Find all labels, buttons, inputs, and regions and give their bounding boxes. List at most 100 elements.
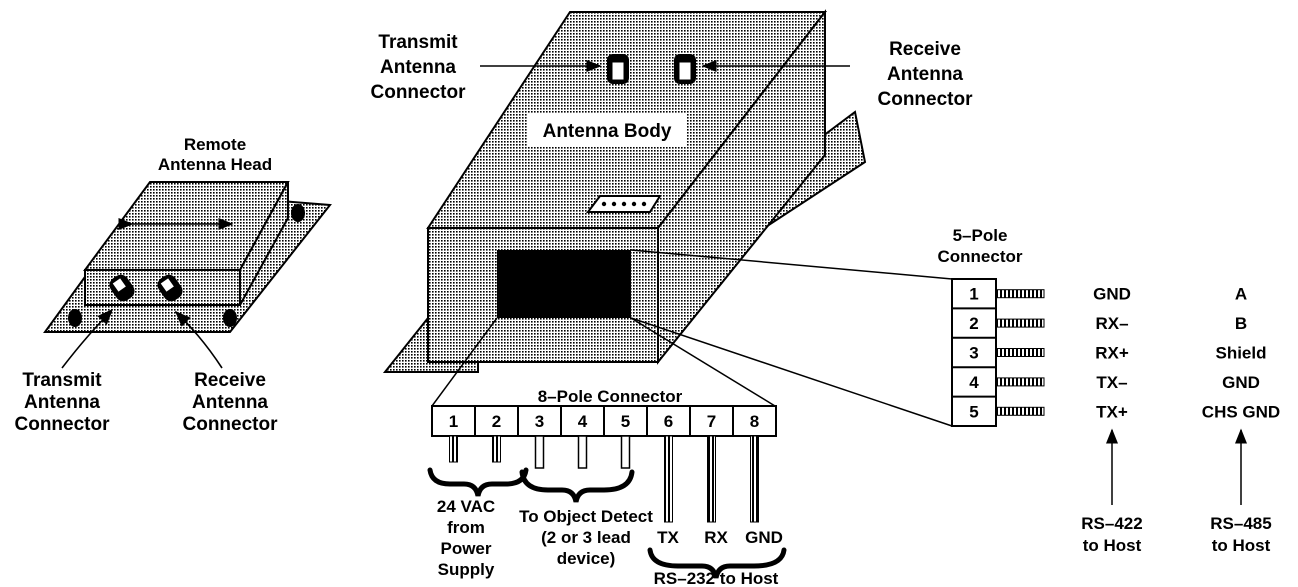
rs422-signal: TX– — [1096, 373, 1127, 392]
connector-5-pole: 5–Pole Connector 1 2 3 4 5 GND RX– RX+ TX– TX+ AB… — [938, 226, 1281, 555]
power-label-4: Supply — [438, 560, 495, 579]
rs422-signal: TX+ — [1096, 402, 1128, 421]
antenna-body-title: Antenna Body — [543, 121, 672, 142]
connector5-pin — [995, 348, 1045, 357]
connector8-pin — [577, 435, 588, 469]
remote-rx-label-2: Antenna — [192, 392, 268, 413]
remote-head-mount-hole — [291, 204, 305, 222]
connector8-pin-number: 5 — [621, 412, 630, 431]
connector8-pin — [534, 435, 545, 469]
connector8-pin-number: 6 — [664, 412, 673, 431]
connector5-pin — [995, 318, 1045, 328]
antenna-tx-label-2: Antenna — [380, 57, 456, 78]
antenna-rx-label-1: Receive — [889, 39, 961, 60]
connector5-pin-number: 1 — [969, 285, 978, 304]
rs485-signal: B — [1235, 314, 1247, 333]
connector8-cell — [560, 405, 605, 437]
serial-signal-tx: TX — [657, 528, 679, 547]
remote-head-tx-connector-icon — [109, 274, 135, 302]
object-detect-label-3: device) — [557, 549, 616, 568]
connector5-pin-rows: 1 2 3 4 5 — [952, 285, 1045, 421]
rs485-signal: Shield — [1215, 344, 1266, 363]
rs485-label-2: to Host — [1212, 536, 1271, 555]
connector8-pin — [750, 435, 759, 523]
rs232-brace — [647, 547, 787, 579]
antenna-body-connector-window — [497, 250, 631, 318]
connector5-pin — [995, 406, 1045, 416]
rs232-label: RS–232 to Host — [654, 569, 779, 587]
remote-tx-leader — [61, 308, 114, 369]
remote-rx-label-1: Receive — [194, 370, 266, 391]
connector8-cell — [689, 405, 734, 437]
object-detect-label-1: To Object Detect — [519, 507, 653, 526]
power-brace — [427, 467, 529, 497]
connector8-pin-number: 1 — [449, 412, 458, 431]
power-label-3: Power — [440, 539, 491, 558]
connector8-pin-cells: 1 2 3 4 5 6 7 8 — [431, 405, 777, 523]
connector5-pin-number: 4 — [969, 373, 979, 392]
rs485-signal: CHS GND — [1202, 402, 1280, 421]
rs422-label-2: to Host — [1083, 536, 1142, 555]
remote-antenna-head: Remote Antenna Head Transmit Antenna Con… — [15, 135, 332, 435]
serial-signal-rx: RX — [704, 528, 728, 547]
connector8-pin-number: 4 — [578, 412, 588, 431]
connector8-cell — [474, 405, 519, 437]
remote-tx-label-3: Connector — [15, 414, 111, 435]
connector5-pin-number: 2 — [969, 314, 978, 333]
rs422-label-1: RS–422 — [1081, 514, 1142, 533]
power-label-2: from — [447, 518, 485, 537]
connector5-pin-number: 3 — [969, 344, 978, 363]
connector8-pin-number: 3 — [535, 412, 544, 431]
connector8-pin-number: 8 — [750, 412, 759, 431]
antenna-body-recess-pins — [601, 201, 647, 207]
remote-tx-label-1: Transmit — [22, 370, 102, 391]
connector8-cell — [646, 405, 691, 437]
connector8-pin-number: 7 — [707, 412, 716, 431]
remote-head-mount-hole — [223, 309, 237, 327]
connector8-pin — [620, 435, 631, 469]
remote-head-rx-connector-icon — [157, 274, 183, 302]
antenna-tx-label-1: Transmit — [378, 32, 458, 53]
antenna-body: Antenna Body Transmit Antenna Connector … — [371, 9, 974, 373]
connector5-pin — [995, 289, 1045, 299]
remote-rx-leader — [174, 310, 223, 369]
antenna-rx-label-2: Antenna — [887, 64, 963, 85]
antenna-body-side-face — [657, 9, 826, 365]
object-detect-brace — [519, 469, 635, 503]
connector8-pin-number: 2 — [492, 412, 501, 431]
connector5-pin — [995, 377, 1045, 387]
antenna-body-title-box — [528, 114, 686, 146]
remote-head-title-1: Remote — [184, 135, 246, 154]
connector8-cell — [431, 405, 476, 437]
connector5-housing — [951, 278, 997, 427]
antenna-rx-label-3: Connector — [878, 89, 974, 110]
rs485-signal: A — [1235, 285, 1247, 304]
connector8-pin — [492, 435, 501, 463]
remote-rx-label-3: Connector — [183, 414, 279, 435]
connector8-pin — [449, 435, 458, 463]
callout-lines — [431, 249, 953, 427]
rs422-signal: GND — [1093, 285, 1131, 304]
rs485-signal: GND — [1222, 373, 1260, 392]
remote-head-title-2: Antenna Head — [158, 155, 272, 174]
connector-8-pole: 8–Pole Connector 1 2 3 4 5 6 7 8 24 VAC from Po… — [427, 387, 787, 587]
rs422-signal: RX– — [1095, 314, 1128, 333]
connector8-pin — [707, 435, 716, 523]
connector8-title: 8–Pole Connector — [538, 387, 683, 406]
connector5-title-1: 5–Pole — [953, 226, 1008, 245]
antenna-tx-label-3: Connector — [371, 82, 467, 103]
connector8-pin — [664, 435, 673, 523]
remote-tx-label-2: Antenna — [24, 392, 100, 413]
rs422-signal: RX+ — [1095, 344, 1129, 363]
remote-head-side-face — [239, 181, 289, 306]
connector5-pin-number: 5 — [969, 402, 978, 421]
rs485-label-1: RS–485 — [1210, 514, 1271, 533]
antenna-body-rx-connector-icon — [674, 54, 696, 84]
object-detect-label-2: (2 or 3 lead — [541, 528, 631, 547]
antenna-body-tx-connector-icon — [607, 54, 629, 84]
connector5-title-2: Connector — [938, 247, 1023, 266]
power-label-1: 24 VAC — [437, 497, 495, 516]
